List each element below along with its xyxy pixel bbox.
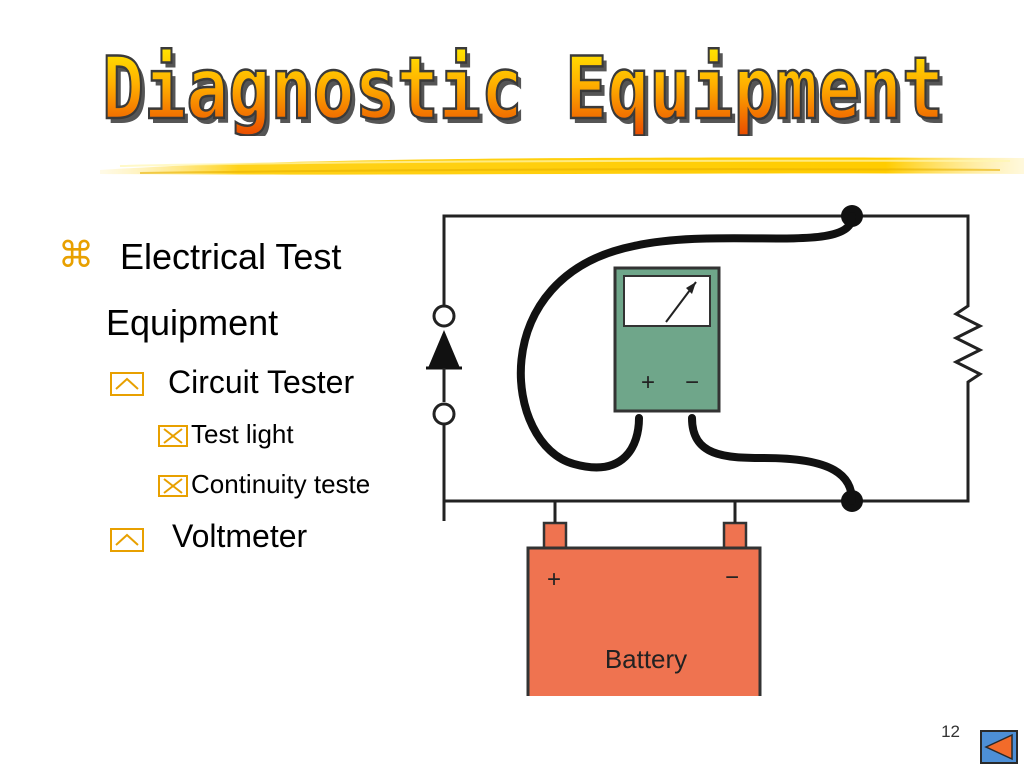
bullet-continuity-tester: Continuity teste — [191, 469, 371, 499]
resistor-icon — [952, 292, 984, 398]
battery-terminal-positive — [542, 521, 568, 551]
brush-stroke-decoration — [100, 157, 1024, 175]
title-shadow: Diagnostic Equipment — [106, 44, 948, 136]
battery-minus-label: − — [725, 564, 739, 591]
meter-lead-negative — [688, 414, 856, 505]
meter-minus-label: − — [685, 369, 699, 396]
meter-plus-label: + — [641, 369, 655, 396]
title-text: Diagnostic Equipment — [102, 39, 944, 136]
meter-lead-positive — [516, 212, 857, 472]
previous-slide-icon — [984, 733, 1013, 761]
battery-terminal-negative — [722, 521, 748, 551]
diode-icon — [428, 330, 460, 368]
bullet-voltmeter: Voltmeter — [172, 518, 308, 554]
slide-title: Diagnostic Equipment Diagnostic Equipmen… — [0, 26, 1024, 136]
bullet-list: ⌘ Electrical Test Equipment Circuit Test… — [0, 0, 440, 768]
bullet-electrical-test-line1: Electrical Test — [120, 236, 342, 277]
command-icon: ⌘ — [58, 235, 94, 276]
meter-display — [623, 275, 711, 327]
bullet-test-light: Test light — [191, 419, 294, 449]
bullet-circuit-tester: Circuit Tester — [168, 364, 355, 400]
x-box-icon — [158, 425, 188, 447]
circuit-diagram: + − + − Battery — [426, 205, 984, 696]
battery-plus-label: + — [547, 566, 561, 593]
switch-terminal-top — [432, 304, 456, 328]
page-number: 12 — [941, 722, 960, 741]
previous-slide-button[interactable] — [980, 730, 1018, 764]
battery-icon — [526, 546, 762, 696]
switch-terminal-bottom — [432, 402, 456, 426]
checkbox-icon — [110, 372, 144, 396]
x-box-icon — [158, 475, 188, 497]
battery-label: Battery — [605, 644, 687, 674]
title-art: Diagnostic Equipment Diagnostic Equipmen… — [101, 38, 948, 136]
bullet-electrical-test-line2: Equipment — [106, 302, 279, 343]
checkbox-icon — [110, 528, 144, 552]
